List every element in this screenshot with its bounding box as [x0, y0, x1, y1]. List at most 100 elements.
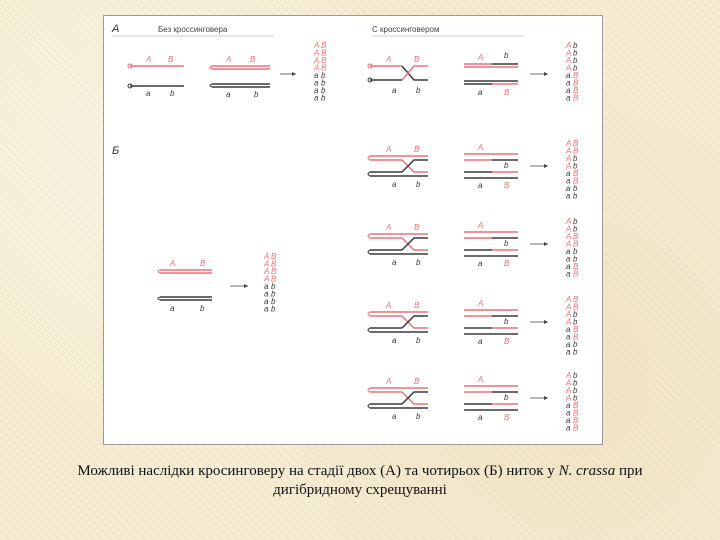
genotype-allele: B	[573, 139, 579, 148]
allele-label: a	[478, 88, 483, 97]
caption-text: Можливі наслідки кросинговеру на стадії …	[77, 463, 559, 479]
allele-label: B	[414, 55, 420, 64]
genotype-allele: A	[565, 318, 571, 327]
genotype-allele: B	[321, 64, 327, 73]
genotype-allele: B	[271, 275, 277, 284]
genotype-allele: a	[566, 333, 571, 342]
genotype-allele: a	[566, 79, 571, 88]
allele-label: A	[477, 143, 483, 152]
genotype-allele: A	[565, 386, 571, 395]
allele-label: A	[385, 55, 391, 64]
allele-label: A	[385, 377, 391, 386]
allele-label: a	[478, 413, 483, 422]
genotype-allele: a	[264, 305, 269, 314]
genotype-allele: b	[573, 56, 578, 65]
genotype-allele: A	[565, 232, 571, 241]
genotype-allele: A	[565, 303, 571, 312]
allele-label: B	[200, 259, 206, 268]
genotype-allele: B	[573, 169, 579, 178]
allele-label: A	[385, 145, 391, 154]
allele-label: a	[392, 180, 397, 189]
allele-label: B	[414, 377, 420, 386]
genotype-allele: b	[573, 41, 578, 50]
allele-label: A	[477, 299, 483, 308]
genotype-allele: B	[573, 240, 579, 249]
allele-label: B	[504, 181, 510, 190]
allele-label: A	[145, 55, 151, 64]
allele-label: A	[385, 223, 391, 232]
allele-label: A	[477, 375, 483, 384]
genotype-allele: b	[321, 86, 326, 95]
crossing-over-figure: А Без кроссинговера С кроссинговером A B…	[103, 15, 603, 445]
genotype-allele: b	[573, 386, 578, 395]
genotype-allele: a	[264, 297, 269, 306]
genotype-allele: b	[573, 192, 578, 201]
genotype-allele: A	[565, 41, 571, 50]
allele-label: B	[414, 301, 420, 310]
genotype-allele: b	[321, 79, 326, 88]
a-without-stage2: A B a b	[209, 55, 270, 99]
genotype-allele: A	[565, 225, 571, 234]
genotype-allele: b	[573, 247, 578, 256]
genotype-allele: A	[565, 295, 571, 304]
allele-label: a	[478, 259, 483, 268]
genotype-allele: b	[573, 255, 578, 264]
section-a-label: А	[111, 23, 119, 35]
genotype-allele: B	[573, 147, 579, 156]
genotype-allele: b	[271, 282, 276, 291]
genotype-allele: A	[565, 379, 571, 388]
allele-label: b	[504, 317, 509, 326]
allele-label: a	[170, 304, 175, 313]
genotype-allele: A	[263, 260, 269, 269]
genotype-allele: A	[565, 56, 571, 65]
allele-label: A	[385, 301, 391, 310]
allele-label: B	[504, 259, 510, 268]
allele-label: a	[392, 336, 397, 345]
genotype-allele: b	[573, 340, 578, 349]
allele-label: A	[477, 221, 483, 230]
genotype-allele: b	[573, 49, 578, 58]
allele-label: B	[250, 55, 256, 64]
genotype-allele: a	[566, 247, 571, 256]
genotype-allele: a	[566, 94, 571, 103]
genotype-allele: B	[573, 262, 579, 271]
a-with-stage1: A B a b	[367, 55, 428, 95]
genotype-allele: B	[573, 86, 579, 95]
genotype-allele: b	[573, 318, 578, 327]
genotype-allele: b	[271, 297, 276, 306]
genotype-allele: A	[565, 217, 571, 226]
genotype-allele: a	[566, 262, 571, 271]
genotype-allele: A	[263, 252, 269, 261]
genotype-allele: B	[573, 295, 579, 304]
genotype-allele: a	[264, 282, 269, 291]
genotype-allele: b	[573, 184, 578, 193]
allele-label: a	[478, 337, 483, 346]
genotype-allele: A	[565, 394, 571, 403]
genotype-allele: B	[573, 333, 579, 342]
genotype-allele: B	[573, 424, 579, 433]
allele-label: a	[478, 181, 483, 190]
genotype-allele: a	[566, 184, 571, 193]
genotype-allele: b	[573, 162, 578, 171]
genotype-allele: B	[573, 409, 579, 418]
genotype-allele: a	[314, 94, 319, 103]
figure-caption: Можливі наслідки кросинговеру на стадії …	[40, 462, 680, 500]
genotype-allele: b	[573, 225, 578, 234]
caption-species-genus: N.	[558, 463, 573, 479]
genotype-allele: a	[566, 270, 571, 279]
allele-label: a	[392, 412, 397, 421]
genotype-allele: A	[565, 147, 571, 156]
genotype-allele: B	[573, 401, 579, 410]
genotype-allele: a	[566, 86, 571, 95]
genotype-allele: A	[313, 56, 319, 65]
genotype-allele: b	[271, 290, 276, 299]
allele-label: b	[416, 412, 421, 421]
genotype-allele: B	[321, 41, 327, 50]
